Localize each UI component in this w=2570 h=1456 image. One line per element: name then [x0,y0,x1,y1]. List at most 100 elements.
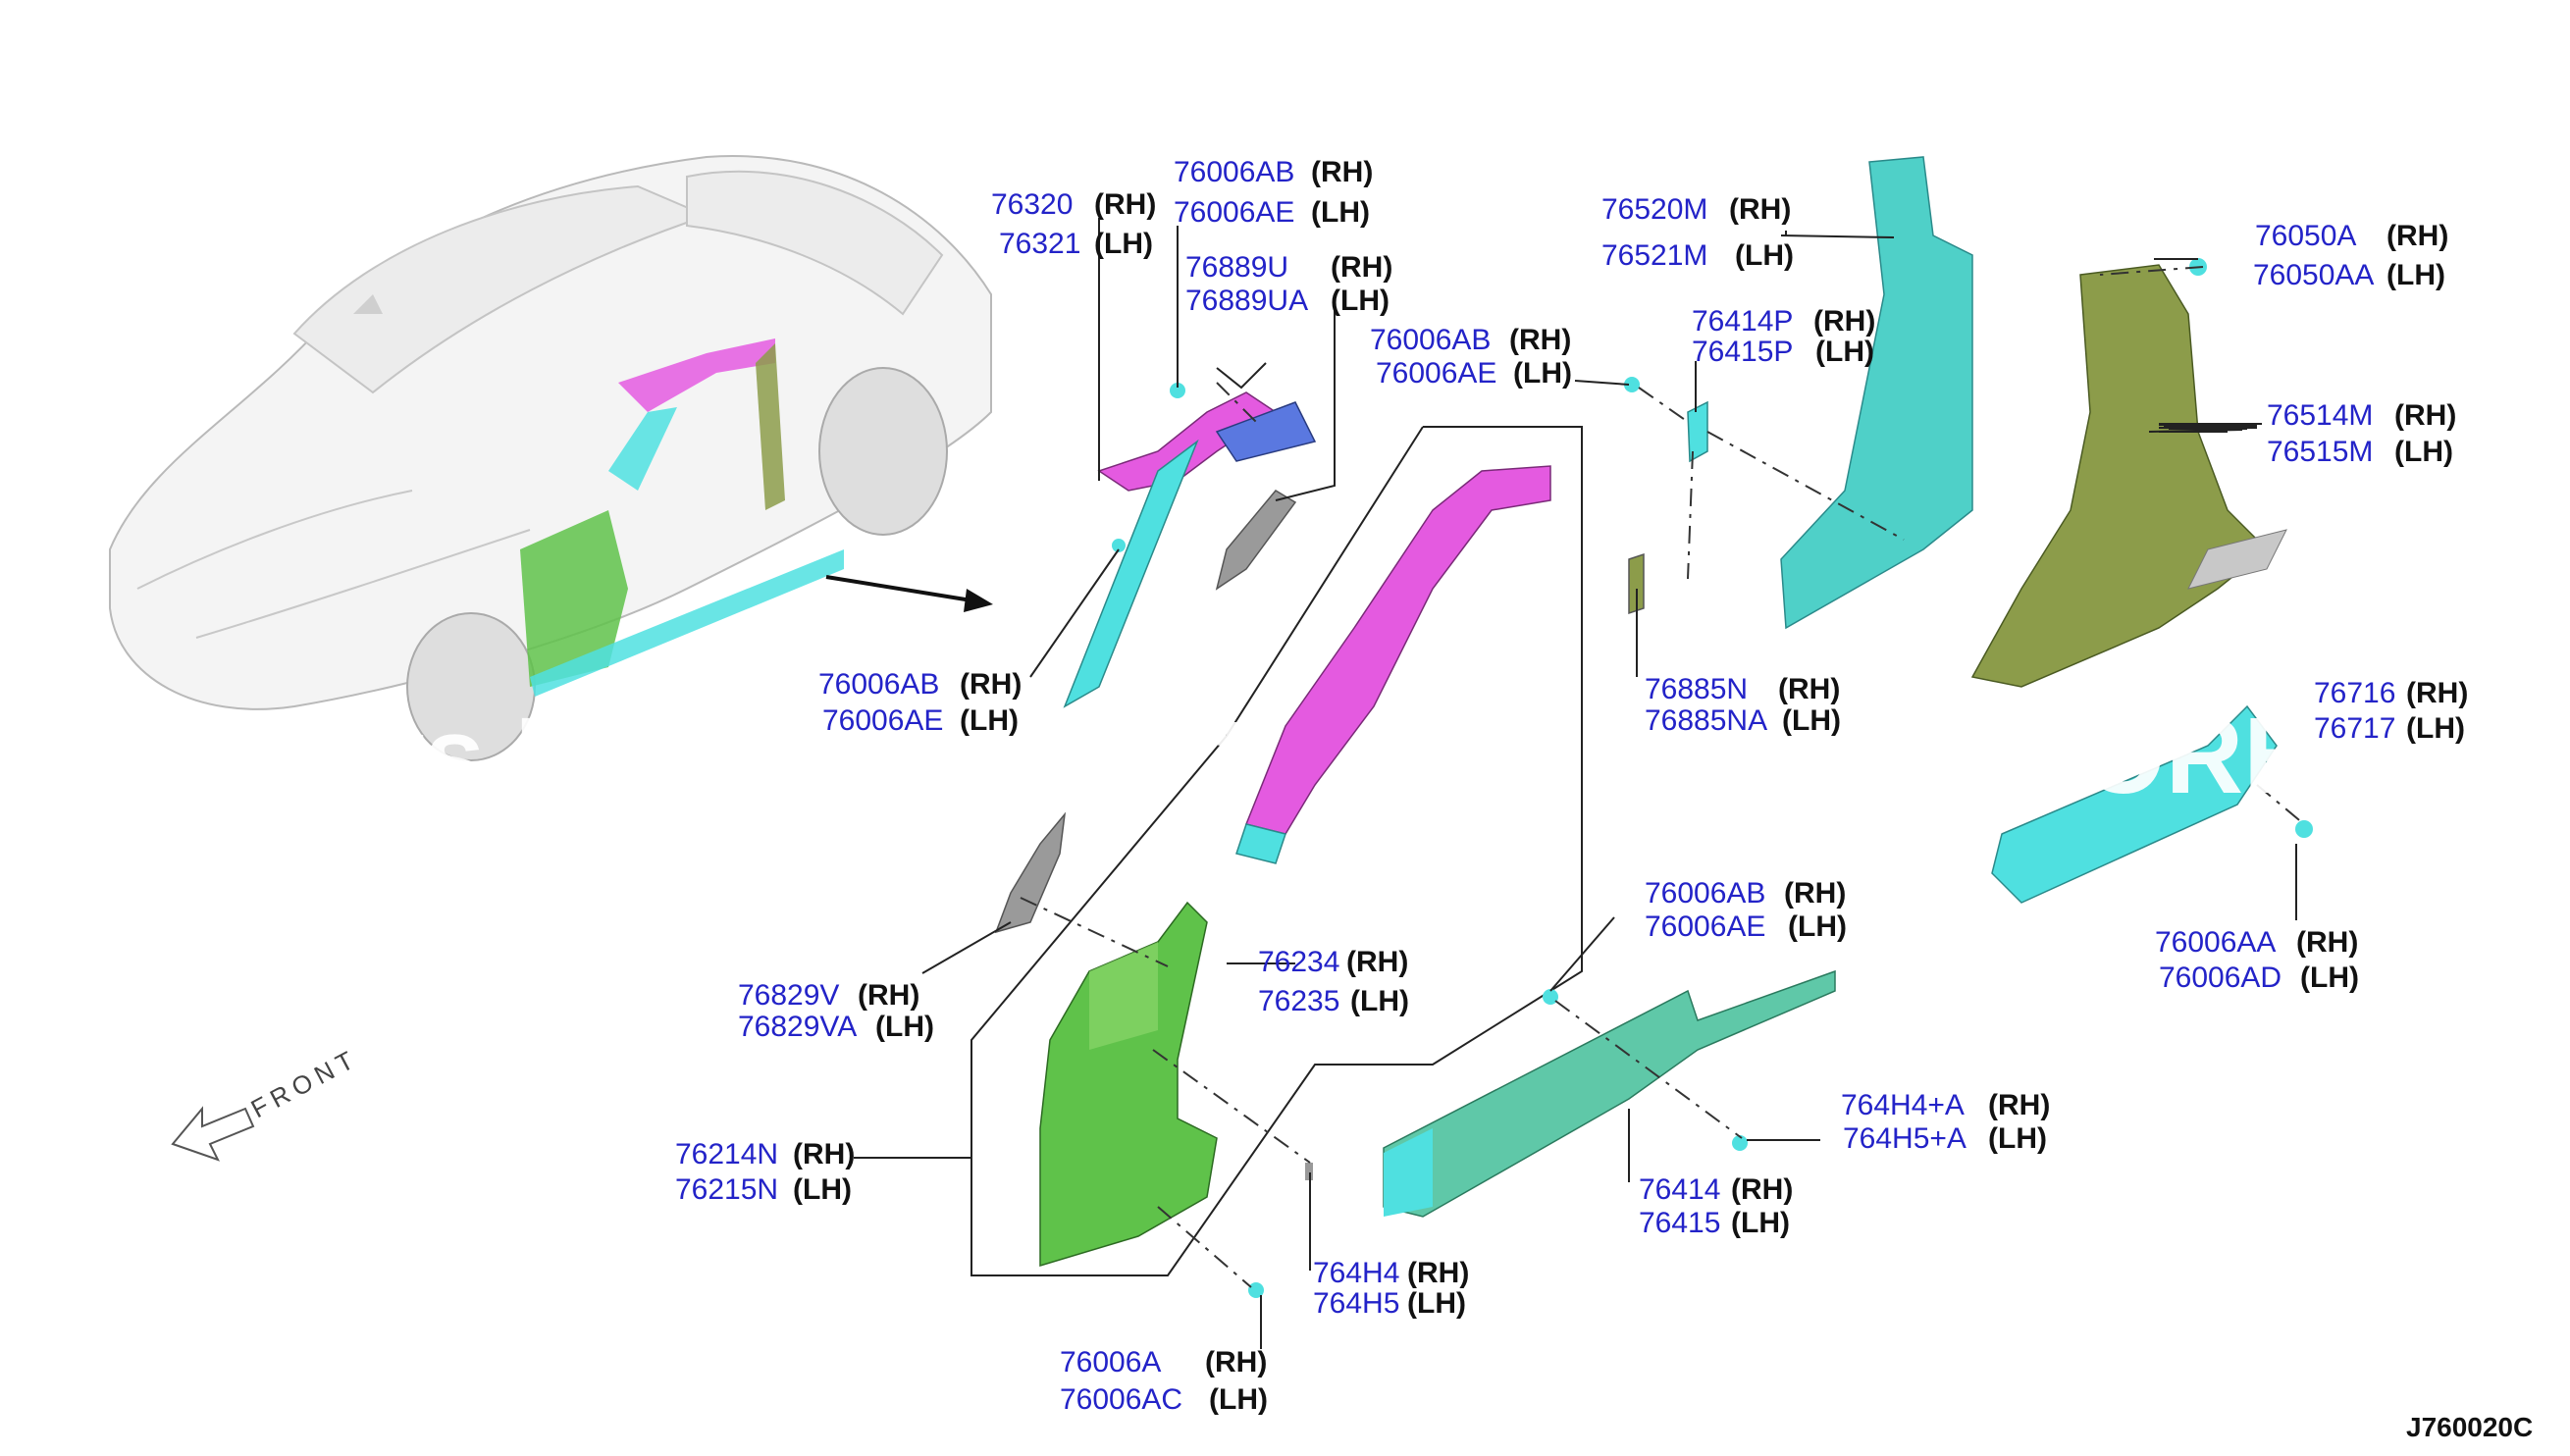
side-rh: (RH) [1731,1173,1793,1206]
callout-76414: 76414 (RH) 76415 (LH) [1639,1173,1793,1239]
side-rh: (RH) [2386,220,2448,252]
part-number-lh: 76889UA [1185,285,1308,317]
side-rh: (RH) [960,668,1022,701]
side-lh: (LH) [1735,239,1794,272]
side-lh: (LH) [960,704,1019,737]
pointer-arrow [825,575,993,612]
part-rear-pillar-76514 [1970,264,2287,688]
side-rh: (RH) [1509,324,1571,356]
assembly-lines [1020,266,2305,1288]
side-rh: (RH) [858,979,919,1012]
callout-764H4+A: 764H4+A (RH) 764H5+A (LH) [1841,1089,2050,1155]
part-number-lh: 76006AE [822,704,943,737]
part-number-lh: 76415 [1639,1207,1720,1239]
part-number-lh: 764H5 [1313,1287,1399,1320]
part-number-lh: 76717 [2314,712,2395,745]
part-sill-76414 [1383,969,1836,1218]
side-lh: (LH) [1311,196,1370,229]
part-number-rh: 76716 [2314,677,2395,709]
front-label: FRONT [246,1043,364,1124]
part-number-rh: 764H4+A [1841,1089,1965,1121]
side-rh: (RH) [2394,399,2456,432]
front-direction-indicator: FRONT [171,1043,364,1162]
side-rh: (RH) [1094,188,1156,221]
part-number-rh: 76050A [2255,220,2356,252]
side-rh: (RH) [1988,1089,2050,1121]
part-bracket-76889 [1215,490,1297,591]
part-number-rh: 76006AB [1174,156,1294,188]
part-number-lh: 76006AE [1376,357,1496,390]
part-bracket-76414P [1687,400,1708,463]
part-number-rh: 76889U [1185,251,1288,284]
side-rh: (RH) [1784,877,1846,910]
callout-76716: 76716 (RH) 76717 (LH) [2314,677,2468,745]
side-lh: (LH) [1331,285,1390,317]
part-number-lh: 76006AD [2159,962,2282,994]
leader-lines [854,218,2297,1349]
callout-76006AB-a: 76006AB (RH) 76006AE (LH) [1174,156,1373,229]
part-number-lh: 76006AE [1645,910,1765,943]
part-bracket-76829 [994,811,1067,934]
part-number-rh: 76414P [1692,305,1793,338]
part-number-rh: 76006AB [818,668,939,701]
part-number-lh: 76415P [1692,336,1793,368]
side-rh: (RH) [1407,1257,1469,1289]
side-lh: (LH) [2394,436,2453,468]
side-lh: (LH) [1782,704,1841,737]
callout-76006AB-d: 76006AB (RH) 76006AE (LH) [1645,877,1847,943]
part-number-lh: 76006AC [1060,1383,1182,1416]
callout-76006AB-c: 76006AB (RH) 76006AE (LH) [818,668,1022,737]
assembly-outline [970,426,1583,1276]
callout-76885N: 76885N (RH) 76885NA (LH) [1645,673,1841,737]
side-rh: (RH) [1346,946,1408,978]
part-number-rh: 76006AB [1645,877,1765,910]
side-lh: (LH) [1731,1207,1790,1239]
side-lh: (LH) [2300,962,2359,994]
part-a-pillar-upper [1063,383,1317,708]
side-lh: (LH) [2386,259,2445,291]
callout-76006AA: 76006AA (RH) 76006AD (LH) [2155,926,2359,994]
side-rh: (RH) [2406,677,2468,709]
part-number-lh: 76515M [2267,436,2373,468]
part-number-rh: 76006A [1060,1346,1161,1378]
watermark: Offers M t JORE [167,696,2316,816]
side-rh: (RH) [1813,305,1875,338]
callout-76829V: 76829V (RH) 76829VA (LH) [738,979,934,1043]
callout-76889U: 76889U (RH) 76889UA (LH) [1185,251,1392,317]
part-bracket-76885N [1628,552,1645,615]
part-number-rh: 76006AB [1370,324,1491,356]
callout-76234: 76234 (RH) 76235 (LH) [1258,946,1409,1017]
callout-76514M: 76514M (RH) 76515M (LH) [2267,399,2456,468]
part-number-lh: 76521M [1601,239,1707,272]
side-lh: (LH) [1988,1122,2047,1155]
part-number-rh: 76829V [738,979,839,1012]
side-lh: (LH) [1513,357,1572,390]
side-rh: (RH) [1205,1346,1267,1378]
side-lh: (LH) [2406,712,2465,745]
part-number-lh: 76006AE [1174,196,1294,229]
part-rear-sill-76716 [1991,704,2278,904]
part-number-lh: 76321 [999,228,1080,260]
part-center-pillar-76520 [1780,156,1973,630]
side-lh: (LH) [1094,228,1153,260]
callout-76214N: 76214N (RH) 76215N (LH) [675,1138,855,1206]
side-lh: (LH) [1350,985,1409,1017]
side-rh: (RH) [1729,193,1791,226]
vehicle-illustration [109,155,992,761]
side-lh: (LH) [1209,1383,1268,1416]
part-number-lh: 76235 [1258,985,1339,1017]
side-lh: (LH) [1788,910,1847,943]
part-number-rh: 764H4 [1313,1257,1399,1289]
part-number-rh: 76520M [1601,193,1707,226]
watermark-left: Offers M [167,696,604,816]
callout-76006AB-b: 76006AB (RH) 76006AE (LH) [1370,324,1572,390]
part-number-lh: 76050AA [2253,259,2374,291]
diagram-code: J760020C [2406,1412,2533,1442]
side-lh: (LH) [1815,336,1874,368]
callout-76520M: 76520M (RH) 76521M (LH) [1601,193,1794,272]
part-number-rh: 76214N [675,1138,778,1170]
side-lh: (LH) [875,1011,934,1043]
callout-76050A: 76050A (RH) 76050AA (LH) [2253,220,2448,291]
side-rh: (RH) [1331,251,1392,284]
